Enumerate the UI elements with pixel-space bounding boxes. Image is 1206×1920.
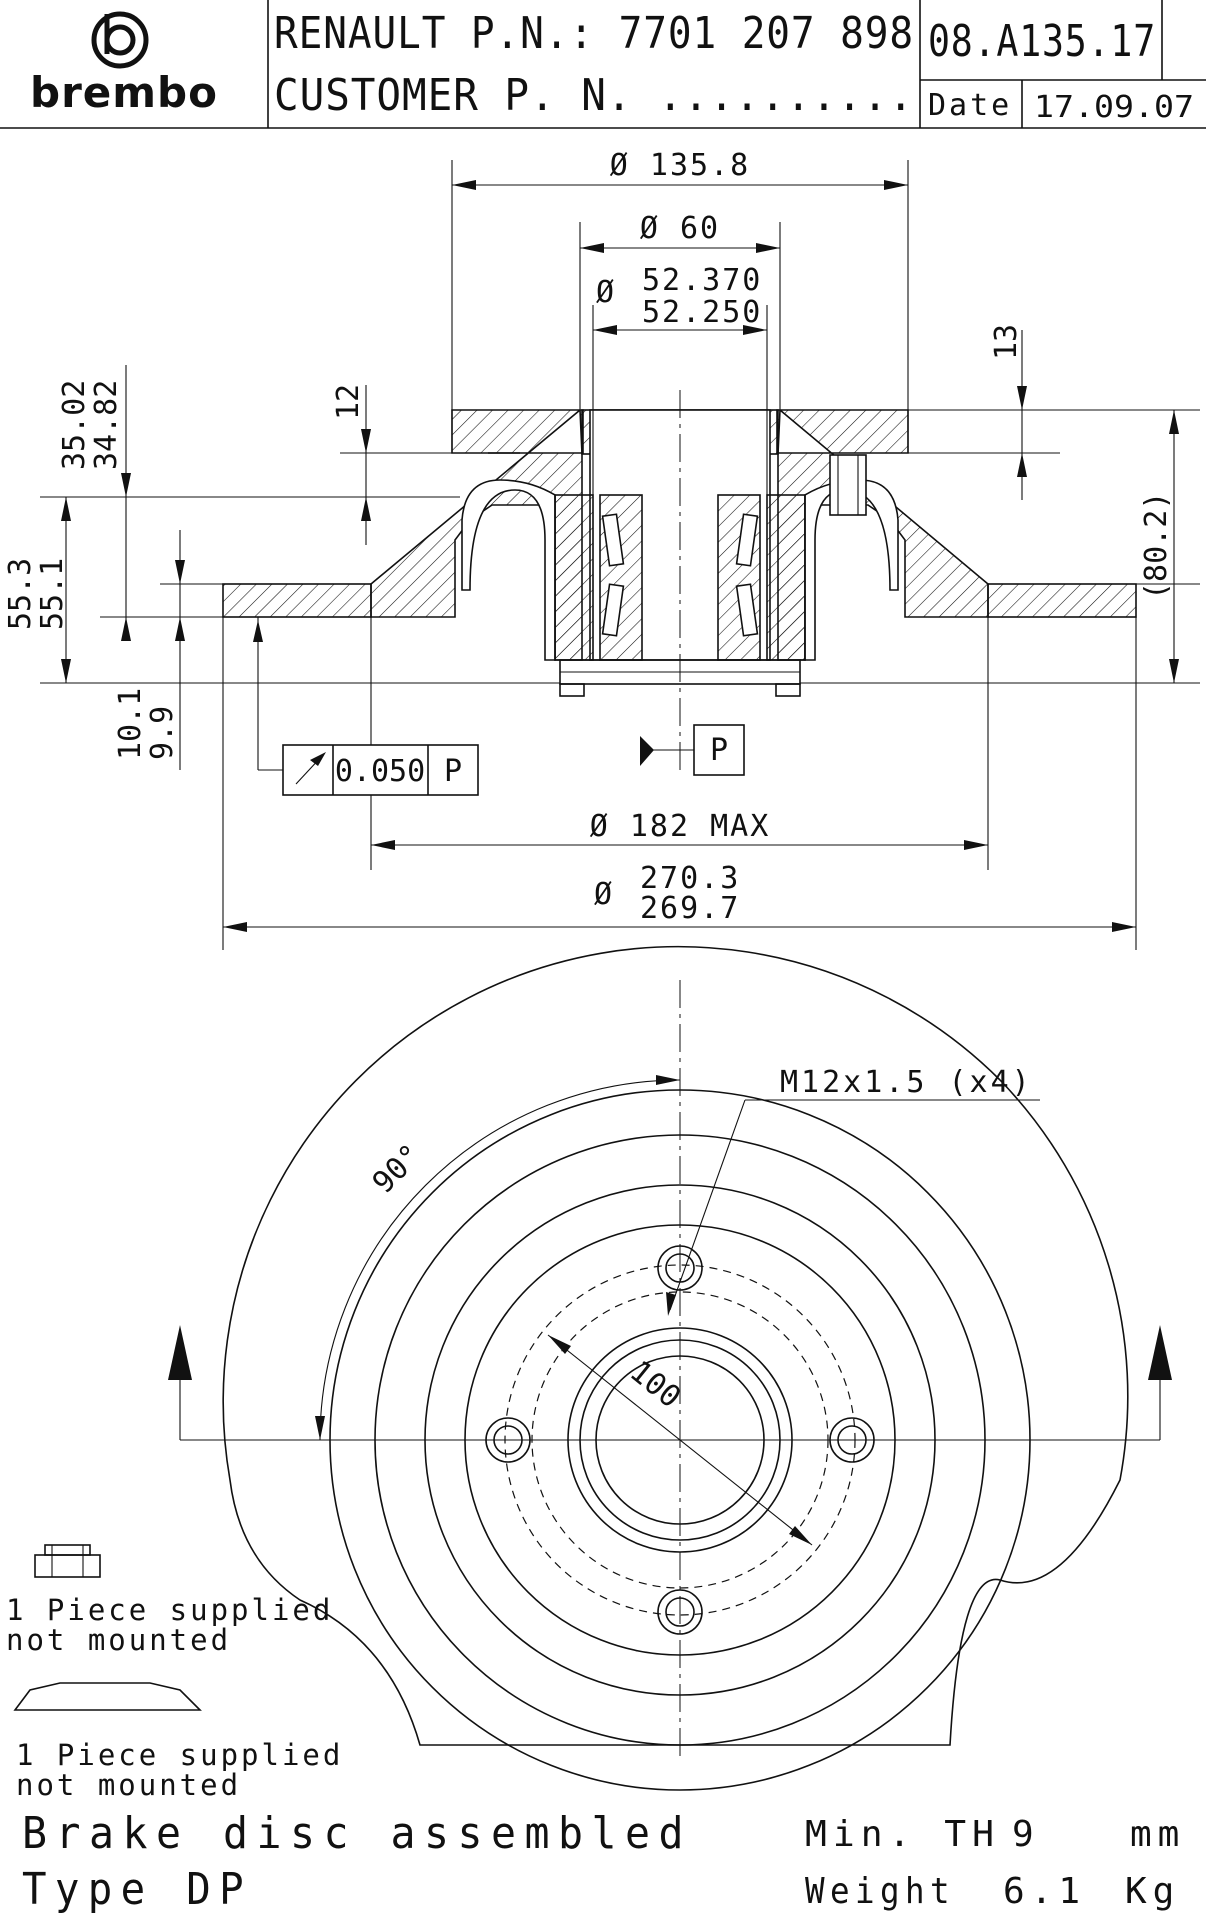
dim-bore-max: 52.370 (642, 263, 762, 298)
dim-flange-thickness: 13 (989, 324, 1024, 360)
friction-ring-right (987, 583, 1137, 618)
front-view: 90° 100 M12x1.5 (x4) (168, 945, 1172, 1791)
friction-ring-left (222, 583, 372, 618)
cap-icon (13, 1682, 202, 1711)
stud-hole-section (829, 454, 867, 516)
part-code: 08.A135.17 (928, 16, 1156, 67)
dim-disc-diameter-min: 269.7 (640, 891, 740, 926)
dim-disc-diameter-symbol: Ø (594, 877, 612, 912)
section-view: Ø 135.8 Ø 60 Ø 52.370 52.250 13 12 35.02… (3, 148, 1200, 950)
runout-tolerance-frame: 0.050 P (253, 617, 479, 796)
min-thickness-value: 9 (1012, 1814, 1040, 1855)
min-thickness-label: Min. TH (805, 1814, 1000, 1855)
dim-offset-max: 35.02 (57, 380, 92, 470)
customer-part-number: CUSTOMER P. N. .......... (274, 70, 914, 121)
weight-label: Weight (805, 1871, 955, 1912)
date-value: 17.09.07 (1034, 90, 1194, 125)
cap-note: 1 Piece supplied not mounted (13, 1682, 343, 1802)
bearing-race-left (554, 494, 594, 661)
datum-p-marker: P (640, 724, 745, 776)
date-label: Date (928, 88, 1012, 123)
datum-p-label: P (710, 733, 728, 768)
hub-cavity-right (804, 479, 899, 661)
dim-outer-hat-diameter: Ø 135.8 (610, 148, 750, 183)
pcd-label: 100 (623, 1354, 687, 1415)
dim-hub-diameter: Ø 60 (640, 211, 720, 246)
runout-value: 0.050 (335, 754, 425, 789)
dim-offset-min: 34.82 (89, 380, 124, 470)
dim-disc-thickness-max: 10.1 (113, 688, 148, 760)
nut-note: 1 Piece supplied not mounted (6, 1544, 333, 1657)
dim-bore-symbol: Ø (596, 275, 614, 310)
dim-height-max: 55.3 (3, 558, 38, 630)
description-line1: Brake disc assembled (22, 1808, 692, 1859)
title-block: brembo RENAULT P.N.: 7701 207 898 CUSTOM… (0, 0, 1206, 129)
hub-cavity-left (461, 479, 556, 661)
dim-bore-min: 52.250 (642, 295, 762, 330)
dim-disc-thickness-min: 9.9 (145, 706, 180, 760)
section-arrow-left (168, 1325, 192, 1440)
section-arrow-right (1148, 1325, 1172, 1440)
cap-note-line1: 1 Piece supplied (16, 1738, 343, 1772)
disc-outline (222, 945, 1129, 1746)
nut-note-line1: 1 Piece supplied (6, 1593, 333, 1627)
nut-note-line2: not mounted (6, 1623, 231, 1657)
min-thickness-unit: mm (1130, 1814, 1185, 1855)
thread-callout: M12x1.5 (x4) (780, 1065, 1033, 1100)
weight-value: 6.1 (1003, 1871, 1086, 1912)
brand-name: brembo (30, 68, 218, 117)
bearing-race-right (766, 494, 806, 661)
weight-unit: Kg (1125, 1871, 1180, 1912)
dim-overall-height: (80.2) (1139, 492, 1174, 600)
dim-max-clearance: Ø 182 MAX (590, 809, 771, 844)
dim-hat-wall: 12 (331, 384, 366, 420)
bearing-rollers (601, 513, 759, 637)
dim-height-min: 55.1 (35, 558, 70, 630)
dim-disc-diameter-max: 270.3 (640, 861, 740, 896)
runout-datum: P (444, 754, 462, 789)
nut-icon (34, 1544, 101, 1578)
renault-part-number: RENAULT P.N.: 7701 207 898 (274, 8, 914, 59)
cap-note-line2: not mounted (16, 1768, 241, 1802)
footer: Brake disc assembled Type DP Min. TH 9 m… (22, 1808, 1185, 1915)
brembo-logo: brembo (30, 11, 218, 117)
description-line2: Type DP (22, 1864, 252, 1915)
